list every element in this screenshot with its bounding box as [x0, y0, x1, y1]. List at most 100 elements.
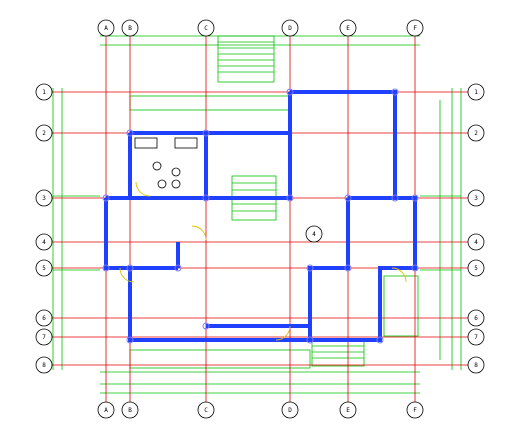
bubble-label: D	[288, 25, 292, 32]
dimension-lines	[52, 35, 462, 394]
bottom-axis-bubble: C	[197, 401, 215, 419]
top-axis-bubble: B	[121, 19, 139, 37]
bubble-circle	[467, 328, 485, 346]
bubble-label: 3	[474, 195, 478, 202]
bubble-circle	[35, 259, 53, 277]
bubble-label: 5	[474, 265, 478, 272]
bubble-circle	[35, 189, 53, 207]
bubble-label: C	[204, 25, 208, 32]
bubble-label: 2	[474, 130, 478, 137]
bubble-label: 3	[42, 195, 46, 202]
bubble-label: 6	[474, 315, 478, 322]
wall-node	[126, 264, 134, 272]
bubble-label: 4	[42, 239, 46, 246]
top-axis-bubble: F	[406, 19, 424, 37]
wall-node	[174, 264, 182, 272]
walls	[104, 90, 417, 342]
right-axis-bubble: 7	[467, 328, 485, 346]
bubble-label: 5	[42, 265, 46, 272]
bubble-circle	[305, 225, 323, 243]
bottom-axis-bubble: D	[281, 401, 299, 419]
bubble-label: D	[288, 407, 292, 414]
top-axis-bubble: C	[197, 19, 215, 37]
bubble-label: 6	[42, 315, 46, 322]
bubble-label: 1	[474, 89, 478, 96]
bubble-label: 7	[42, 334, 46, 341]
wall-node	[391, 194, 399, 202]
bathroom-fixtures	[134, 137, 198, 189]
bubble-circle	[97, 401, 115, 419]
left-axis-bubble: 4	[35, 233, 53, 251]
bubble-circle	[197, 19, 215, 37]
bubble-label: 8	[42, 362, 46, 369]
bubble-label: C	[204, 407, 208, 414]
wall-node	[306, 264, 314, 272]
bottom-axis-bubble: E	[339, 401, 357, 419]
bubble-label: B	[128, 25, 132, 32]
bubble-label: 2	[42, 130, 46, 137]
right-axis-bubble: 6	[467, 309, 485, 327]
top-axis-bubble: D	[281, 19, 299, 37]
bubble-circle	[281, 401, 299, 419]
left-axis-bubble: 3	[35, 189, 53, 207]
bubble-circle	[35, 124, 53, 142]
wall-node	[344, 264, 352, 272]
right-axis-bubble: 1	[467, 83, 485, 101]
wall-node	[126, 336, 134, 344]
bubble-label: E	[346, 407, 350, 414]
bubble-circle	[35, 309, 53, 327]
bottom-axis-bubble: A	[97, 401, 115, 419]
bubble-label: 4	[312, 231, 316, 238]
wall-node	[102, 194, 110, 202]
left-axis-bubble: 7	[35, 328, 53, 346]
bubble-circle	[467, 259, 485, 277]
bubble-circle	[467, 233, 485, 251]
bubble-label: 8	[474, 362, 478, 369]
bubble-circle	[35, 233, 53, 251]
right-axis-bubble: 2	[467, 124, 485, 142]
bubble-label: F	[413, 25, 417, 32]
bubble-circle	[97, 19, 115, 37]
center-axis-bubble: 4	[305, 225, 323, 243]
bubble-label: 7	[474, 334, 478, 341]
wall-node	[202, 129, 210, 137]
bubble-circle	[339, 401, 357, 419]
wall-node	[411, 264, 419, 272]
wall-node	[202, 194, 210, 202]
wall-node	[306, 336, 314, 344]
left-axis-bubble: 5	[35, 259, 53, 277]
bubble-circle	[35, 328, 53, 346]
wall-node	[202, 322, 210, 330]
wall-node	[391, 88, 399, 96]
wall-junction-nodes	[102, 88, 419, 344]
wall-node	[344, 194, 352, 202]
top-axis-bubble: E	[339, 19, 357, 37]
top-axis-bubble: A	[97, 19, 115, 37]
wall-node	[126, 129, 134, 137]
bubble-label: 4	[474, 239, 478, 246]
bubble-circle	[35, 83, 53, 101]
left-axis-bubble: 6	[35, 309, 53, 327]
door-swings	[119, 181, 407, 341]
bubble-circle	[467, 83, 485, 101]
bubble-label: 1	[42, 89, 46, 96]
bubble-circle	[281, 19, 299, 37]
left-axis-bubble: 1	[35, 83, 53, 101]
wall-node	[286, 88, 294, 96]
bubble-circle	[197, 401, 215, 419]
left-axis-bubble: 2	[35, 124, 53, 142]
wall-node	[411, 194, 419, 202]
bubble-label: A	[104, 25, 108, 32]
bottom-axis-bubble: F	[406, 401, 424, 419]
bubble-circle	[406, 19, 424, 37]
right-axis-bubble: 3	[467, 189, 485, 207]
bubble-circle	[339, 19, 357, 37]
bubble-label: E	[346, 25, 350, 32]
wall-node	[102, 264, 110, 272]
bubble-circle	[121, 19, 139, 37]
bubble-circle	[467, 356, 485, 374]
wall-node	[376, 336, 384, 344]
